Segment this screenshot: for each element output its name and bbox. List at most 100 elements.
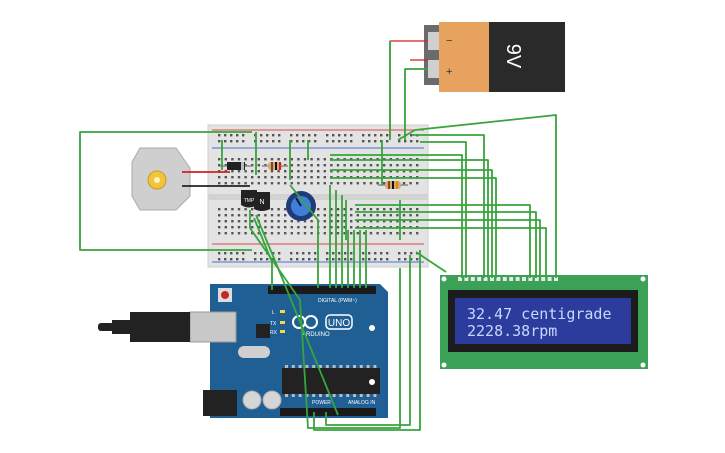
- breadboard-rail-hole[interactable]: [350, 140, 353, 143]
- dc-motor[interactable]: [131, 147, 191, 211]
- breadboard-hole[interactable]: [237, 226, 241, 229]
- breadboard-rail-hole[interactable]: [332, 134, 335, 137]
- breadboard-hole[interactable]: [310, 158, 313, 161]
- breadboard-hole[interactable]: [363, 182, 366, 185]
- breadboard-hole[interactable]: [369, 220, 373, 223]
- breadboard-hole[interactable]: [284, 208, 287, 211]
- breadboard-hole[interactable]: [290, 176, 293, 179]
- breadboard-hole[interactable]: [376, 170, 379, 173]
- breadboard-hole[interactable]: [383, 232, 386, 235]
- breadboard-hole[interactable]: [323, 170, 326, 173]
- breadboard-hole[interactable]: [277, 226, 280, 229]
- breadboard-rail-hole[interactable]: [326, 134, 329, 137]
- breadboard-hole[interactable]: [284, 220, 287, 223]
- breadboard-hole[interactable]: [323, 182, 326, 185]
- breadboard-rail-hole[interactable]: [314, 252, 317, 255]
- breadboard-hole[interactable]: [343, 170, 346, 173]
- breadboard-hole[interactable]: [323, 226, 326, 229]
- breadboard-rail-hole[interactable]: [260, 140, 263, 143]
- breadboard-hole[interactable]: [257, 158, 260, 161]
- breadboard-rail-hole[interactable]: [398, 134, 401, 137]
- lcd-pin[interactable]: [522, 277, 526, 281]
- breadboard-rail-hole[interactable]: [344, 134, 347, 137]
- wire-rail-lcd-2[interactable]: [412, 134, 485, 278]
- breadboard-hole[interactable]: [264, 220, 267, 223]
- breadboard-hole[interactable]: [303, 158, 307, 161]
- breadboard-rail-hole[interactable]: [386, 134, 389, 137]
- breadboard-hole[interactable]: [244, 232, 247, 235]
- breadboard-hole[interactable]: [416, 164, 419, 167]
- breadboard-rail-hole[interactable]: [278, 252, 281, 255]
- breadboard-rail-hole[interactable]: [404, 258, 407, 261]
- breadboard-rail-hole[interactable]: [338, 140, 341, 143]
- breadboard-hole[interactable]: [303, 182, 307, 185]
- breadboard-hole[interactable]: [409, 232, 412, 235]
- lcd-pin[interactable]: [541, 277, 546, 281]
- breadboard-hole[interactable]: [290, 232, 293, 235]
- breadboard-hole[interactable]: [310, 226, 313, 229]
- breadboard-hole[interactable]: [244, 208, 247, 211]
- breadboard-hole[interactable]: [270, 208, 274, 211]
- breadboard-hole[interactable]: [336, 214, 340, 217]
- breadboard-hole[interactable]: [343, 182, 346, 185]
- diode[interactable]: [220, 162, 252, 170]
- breadboard-rail-hole[interactable]: [224, 140, 227, 143]
- breadboard-hole[interactable]: [224, 164, 227, 167]
- breadboard-rail-hole[interactable]: [260, 252, 263, 255]
- breadboard-rail-hole[interactable]: [230, 134, 233, 137]
- breadboard-hole[interactable]: [356, 208, 359, 211]
- breadboard-hole[interactable]: [317, 208, 320, 211]
- breadboard-hole[interactable]: [323, 158, 326, 161]
- breadboard-hole[interactable]: [330, 182, 333, 185]
- breadboard-rail-hole[interactable]: [254, 258, 257, 261]
- breadboard-hole[interactable]: [310, 176, 313, 179]
- breadboard-hole[interactable]: [290, 182, 293, 185]
- breadboard-hole[interactable]: [376, 214, 379, 217]
- breadboard-hole[interactable]: [383, 220, 386, 223]
- breadboard-hole[interactable]: [402, 208, 406, 211]
- breadboard-rail-hole[interactable]: [296, 258, 299, 261]
- battery-9v[interactable]: − + 9V: [424, 22, 565, 92]
- breadboard-hole[interactable]: [257, 164, 260, 167]
- breadboard-hole[interactable]: [244, 158, 247, 161]
- breadboard-rail-hole[interactable]: [224, 134, 227, 137]
- breadboard-hole[interactable]: [290, 158, 293, 161]
- breadboard-hole[interactable]: [224, 182, 227, 185]
- breadboard-hole[interactable]: [416, 170, 419, 173]
- breadboard-rail-hole[interactable]: [386, 252, 389, 255]
- breadboard-hole[interactable]: [244, 226, 247, 229]
- breadboard-rail-hole[interactable]: [410, 252, 413, 255]
- breadboard-rail-hole[interactable]: [368, 134, 371, 137]
- breadboard-hole[interactable]: [383, 164, 386, 167]
- breadboard-hole[interactable]: [251, 176, 254, 179]
- breadboard-hole[interactable]: [363, 164, 366, 167]
- wire-ground-loop[interactable]: [249, 210, 401, 429]
- breadboard-hole[interactable]: [284, 182, 287, 185]
- breadboard-rail-hole[interactable]: [230, 252, 233, 255]
- breadboard-hole[interactable]: [297, 220, 300, 223]
- breadboard-hole[interactable]: [231, 176, 234, 179]
- breadboard-rail-hole[interactable]: [416, 258, 419, 261]
- lcd-pin[interactable]: [515, 277, 520, 281]
- breadboard-rail-hole[interactable]: [314, 258, 317, 261]
- breadboard-hole[interactable]: [270, 170, 274, 173]
- breadboard-hole[interactable]: [416, 182, 419, 185]
- breadboard-hole[interactable]: [369, 164, 373, 167]
- breadboard-hole[interactable]: [389, 164, 392, 167]
- lcd-pin[interactable]: [483, 277, 488, 281]
- breadboard-hole[interactable]: [231, 182, 234, 185]
- breadboard-hole[interactable]: [310, 232, 313, 235]
- transistor[interactable]: N: [254, 192, 270, 211]
- breadboard-rail-hole[interactable]: [242, 252, 245, 255]
- lcd-pin[interactable]: [502, 277, 507, 281]
- breadboard-hole[interactable]: [277, 232, 280, 235]
- breadboard-hole[interactable]: [224, 214, 227, 217]
- breadboard-rail-hole[interactable]: [374, 252, 377, 255]
- breadboard-rail-hole[interactable]: [236, 134, 239, 137]
- breadboard-hole[interactable]: [376, 208, 379, 211]
- breadboard-hole[interactable]: [383, 182, 386, 185]
- breadboard-hole[interactable]: [402, 220, 406, 223]
- potentiometer[interactable]: [286, 191, 316, 221]
- breadboard-rail-hole[interactable]: [218, 134, 221, 137]
- breadboard-hole[interactable]: [336, 182, 340, 185]
